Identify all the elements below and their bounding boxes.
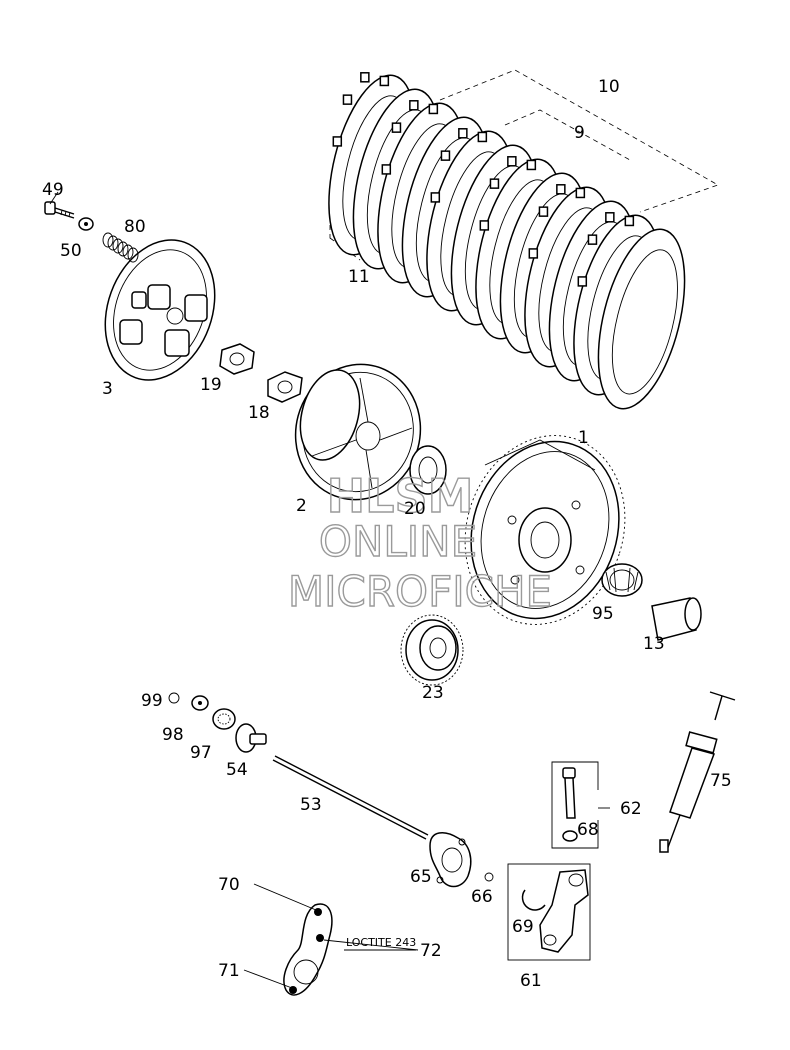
mounting-plate — [243, 883, 419, 996]
part-label-19: 19 — [200, 375, 222, 395]
plate-tab — [332, 136, 343, 147]
part-label-18: 18 — [248, 403, 270, 423]
plate-tab — [507, 156, 517, 167]
thrust-washer — [409, 445, 447, 495]
plate-tab — [528, 248, 539, 259]
bleeder-valve — [551, 761, 610, 849]
part-label-65: 65 — [410, 867, 432, 887]
plate-tab — [477, 131, 488, 143]
plate-tab — [605, 212, 615, 223]
part-label-13: 13 — [643, 634, 665, 654]
bleeding-syringe — [659, 691, 736, 853]
loctite-note: LOCTITE 243 — [346, 936, 416, 949]
part-label-99: 99 — [141, 691, 163, 711]
clutch-outer-basket — [464, 435, 626, 625]
part-label-68: 68 — [577, 820, 599, 840]
watermark-line-1: HLSM — [327, 469, 474, 523]
leader-lines — [49, 191, 59, 205]
part-label-80: 80 — [124, 217, 146, 237]
bushing — [651, 597, 702, 641]
part-label-71: 71 — [218, 961, 240, 981]
part-label-11: 11 — [348, 267, 370, 287]
part-label-70: 70 — [218, 875, 240, 895]
part-label-97: 97 — [190, 743, 212, 763]
part-label-9: 9 — [574, 123, 585, 143]
plate-tab — [428, 103, 439, 115]
clutch-plate-stack — [328, 69, 719, 410]
part-label-1: 1 — [578, 428, 589, 448]
watermark-line-3: MICROFICHE — [288, 567, 552, 616]
plate-tab — [556, 184, 566, 195]
pressure-plate — [104, 239, 216, 381]
thrust-bearing — [212, 708, 236, 730]
part-label-2: 2 — [296, 496, 307, 516]
part-label-98: 98 — [162, 725, 184, 745]
part-label-3: 3 — [102, 379, 113, 399]
part-label-95: 95 — [592, 604, 614, 624]
part-label-53: 53 — [300, 795, 322, 815]
plate-tab — [479, 220, 490, 231]
part-label-50: 50 — [60, 241, 82, 261]
pressure-piece — [235, 723, 267, 753]
spring — [102, 232, 139, 263]
o-ring-small — [168, 692, 180, 704]
washer-flat — [191, 695, 209, 711]
part-label-72: 72 — [420, 941, 442, 961]
plate-tab — [458, 128, 468, 139]
part-label-54: 54 — [226, 760, 248, 780]
plate-tab — [624, 215, 635, 227]
clutch-inner-hub — [294, 363, 422, 501]
part-labels: 10 9 11 49 80 50 3 19 18 1 2 20 95 13 23… — [42, 77, 732, 991]
plate-tab — [538, 206, 549, 217]
plate-tab — [379, 75, 390, 87]
part-label-69: 69 — [512, 917, 534, 937]
gasket — [429, 832, 472, 888]
part-label-75: 75 — [710, 771, 732, 791]
o-ring — [484, 872, 494, 882]
part-label-10: 10 — [598, 77, 620, 97]
primary-gear — [400, 614, 464, 686]
watermark: HLSM ONLINE MICROFICHE — [287, 468, 553, 616]
plate-tab — [575, 187, 586, 199]
push-rod — [272, 755, 429, 840]
part-label-23: 23 — [422, 683, 444, 703]
plate-tab — [391, 122, 402, 133]
hex-nut — [219, 343, 255, 375]
watermark-line-2: ONLINE — [319, 517, 477, 566]
lock-washer — [267, 371, 303, 403]
plate-tab — [587, 234, 598, 245]
plate-tab — [430, 192, 441, 203]
part-label-62: 62 — [620, 799, 642, 819]
plate-tab — [526, 159, 537, 171]
part-label-66: 66 — [471, 887, 493, 907]
washer — [78, 217, 94, 231]
plate-tab — [489, 178, 500, 189]
bolt — [44, 201, 75, 219]
needle-bearing — [601, 563, 643, 597]
slave-cylinder — [507, 863, 591, 961]
part-label-20: 20 — [404, 499, 426, 519]
clutch-plate-inner — [611, 249, 678, 395]
plate-tab — [409, 100, 419, 111]
plate-tab — [440, 150, 451, 161]
plate-tab — [360, 72, 370, 83]
plate-tab — [381, 164, 392, 175]
part-label-49: 49 — [42, 180, 64, 200]
plate-tab — [342, 94, 353, 105]
plate-tab — [577, 276, 588, 287]
part-label-61: 61 — [520, 971, 542, 991]
clutch-plate — [597, 228, 686, 410]
